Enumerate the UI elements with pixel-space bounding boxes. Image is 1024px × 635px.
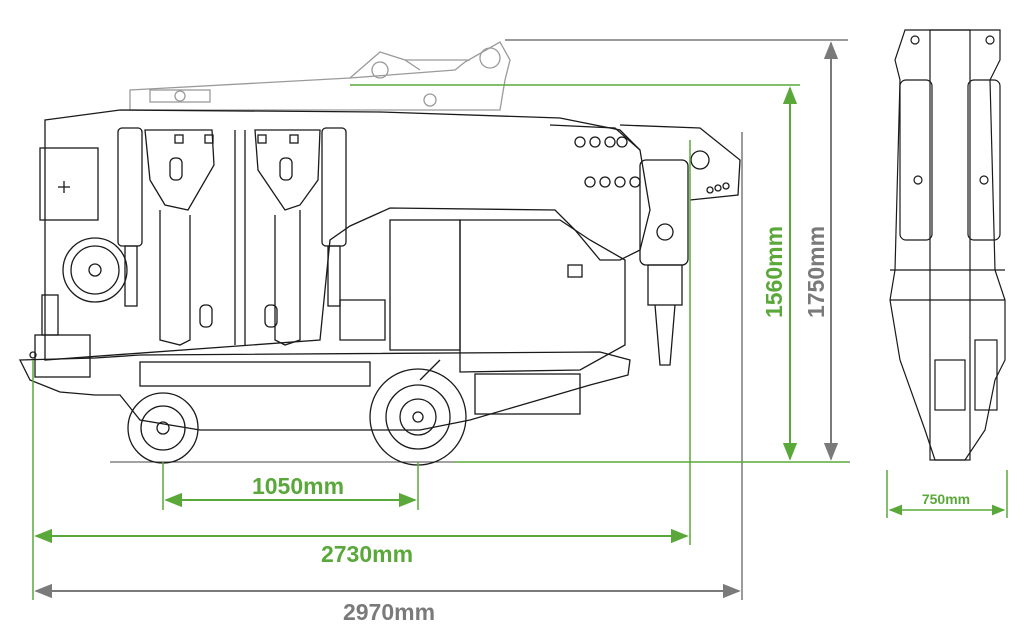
wheelbase-label: 1050mm <box>252 473 344 499</box>
crane-side-view <box>18 41 850 466</box>
height-total-label: 1750mm <box>803 226 829 318</box>
dimension-height-green: 1560mm <box>761 86 798 461</box>
extension-lines <box>32 39 1008 600</box>
front-wheel <box>369 368 467 466</box>
dimension-height-total: 1750mm <box>803 41 839 461</box>
height-green-label: 1560mm <box>761 226 787 318</box>
crane-front-view <box>889 29 1006 461</box>
dimension-length-total: 2970mm <box>34 583 741 625</box>
dimension-length-green: 2730mm <box>34 528 689 567</box>
dimension-wheelbase: 1050mm <box>164 473 417 508</box>
dimension-width: 750mm <box>888 491 1006 516</box>
control-box <box>39 147 99 221</box>
boom-top <box>129 41 511 111</box>
length-green-label: 2730mm <box>321 541 413 567</box>
length-total-label: 2970mm <box>343 599 435 625</box>
width-label: 750mm <box>922 491 970 507</box>
